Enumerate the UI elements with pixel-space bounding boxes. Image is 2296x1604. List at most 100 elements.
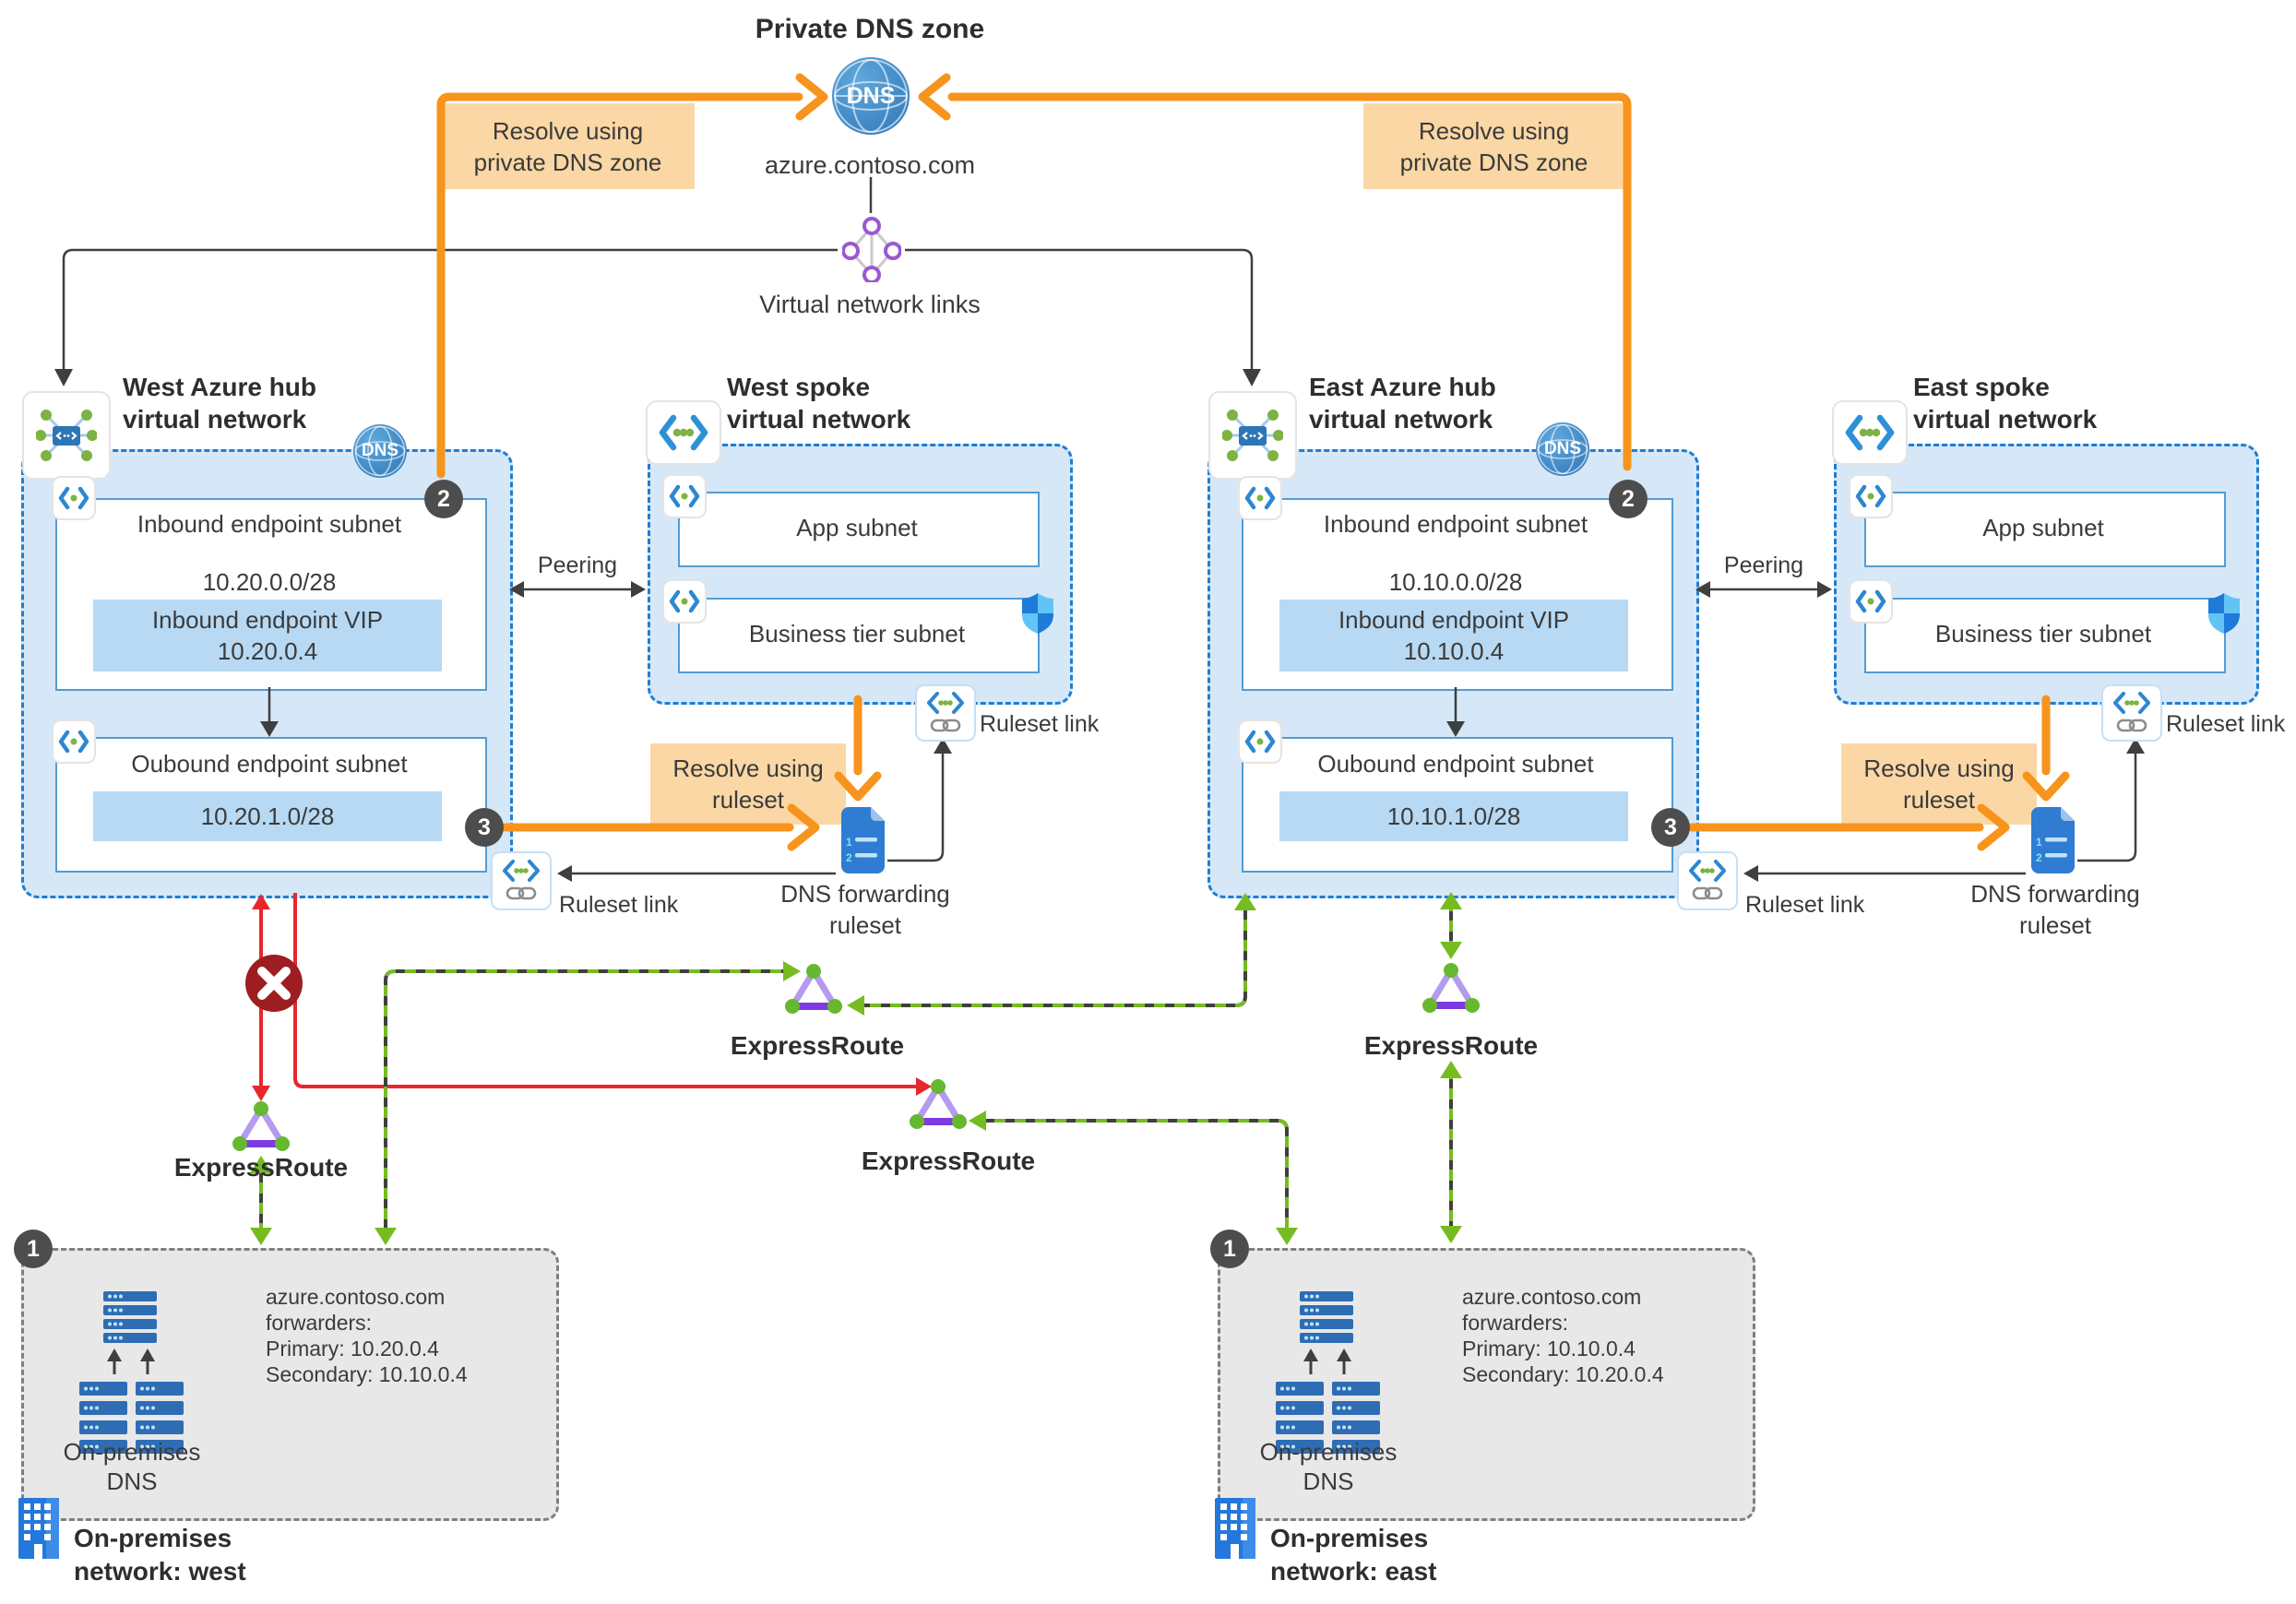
west-app-subnet-box xyxy=(678,492,1040,567)
onprem-east-server-top-icon xyxy=(1300,1291,1353,1351)
east-hub-ruleset-link-icon xyxy=(1677,851,1738,910)
east-dns-forwarding-label-l1: DNS forwarding xyxy=(1970,880,2140,908)
callout-line: ruleset xyxy=(1902,786,1976,814)
callout-line: Resolve using xyxy=(1863,754,2015,782)
onprem-west-name: On-premises network: west xyxy=(74,1522,246,1588)
west-hub-dns-label: DNS xyxy=(361,441,399,460)
west-spoke-vnet-icon xyxy=(646,400,721,465)
west-outbound-title: Oubound endpoint subnet xyxy=(131,750,408,778)
west-outbound-subnet-icon xyxy=(52,719,96,764)
onprem-east-badge-1: 1 xyxy=(1210,1230,1249,1268)
expressroute-icon-center-upper xyxy=(785,964,842,1020)
onprem-east-name-l2: network: east xyxy=(1270,1557,1437,1586)
east-hub-vnet-icon xyxy=(1208,391,1297,480)
east-vip-line1: Inbound endpoint VIP xyxy=(1338,606,1570,634)
west-peering-label: Peering xyxy=(537,552,618,578)
east-hub-ruleset-link-label: Ruleset link xyxy=(1745,892,1865,918)
west-dns-forwarding-ruleset-icon: 1 2 xyxy=(838,807,888,878)
onprem-east-dns-label-l2: DNS xyxy=(1303,1467,1354,1495)
east-outbound-cidr: 10.10.1.0/28 xyxy=(1386,802,1521,830)
east-shield-icon xyxy=(2207,592,2242,639)
east-spoke-title: East spoke virtual network xyxy=(1913,371,2097,435)
east-inbound-cidr: 10.10.0.0/28 xyxy=(1388,568,1523,596)
fwd-line: forwarders: xyxy=(1462,1311,1569,1335)
west-hub-dns-globe-icon: DNS xyxy=(353,424,407,478)
east-hub-title: East Azure hub virtual network xyxy=(1309,371,1496,435)
fwd-line: Primary: 10.20.0.4 xyxy=(266,1337,439,1360)
west-business-subnet-icon xyxy=(662,579,707,624)
expressroute-icon-center-lower xyxy=(910,1079,967,1135)
west-dns-forwarding-label-l2: ruleset xyxy=(828,911,902,939)
onprem-east-name: On-premises network: east xyxy=(1270,1522,1437,1588)
west-hub-badge-3: 3 xyxy=(465,808,504,847)
east-hub-badge-2: 2 xyxy=(1609,480,1648,518)
doc-row-num: 1 xyxy=(2036,836,2042,849)
expressroute-icon-east xyxy=(1422,963,1480,1019)
doc-row-num: 2 xyxy=(2036,851,2042,864)
onprem-east-building-icon xyxy=(1215,1498,1255,1563)
callout-line: ruleset xyxy=(711,786,785,814)
expressroute-icon-west xyxy=(232,1101,290,1158)
west-outbound-cidr: 10.20.1.0/28 xyxy=(200,802,335,830)
onprem-west-server-right-icon xyxy=(136,1382,184,1460)
west-app-subnet-label: App subnet xyxy=(796,514,918,541)
onprem-east-name-l1: On-premises xyxy=(1270,1524,1429,1552)
west-spoke-title: West spoke virtual network xyxy=(727,371,910,435)
fwd-line: azure.contoso.com xyxy=(266,1285,446,1309)
expressroute-label-east: ExpressRoute xyxy=(1363,1031,1539,1060)
east-resolve-ruleset-callout: Resolve using ruleset xyxy=(1841,743,2037,825)
onprem-east-dns-label-l1: On-premises xyxy=(1259,1438,1398,1466)
west-dns-forwarding-label-l1: DNS forwarding xyxy=(780,880,950,908)
east-business-subnet-box xyxy=(1864,598,2226,673)
onprem-east-server-left-icon xyxy=(1276,1382,1324,1460)
east-hub-badge-3: 3 xyxy=(1651,808,1690,847)
west-spoke-title-l2: virtual network xyxy=(727,405,911,434)
east-outbound-subnet-icon xyxy=(1238,719,1282,764)
onprem-west-name-l1: On-premises xyxy=(74,1524,232,1552)
west-spoke-ruleset-link-icon xyxy=(915,684,976,742)
onprem-west-badge-1: 1 xyxy=(14,1230,53,1268)
zone-name-label: azure.contoso.com xyxy=(764,151,976,179)
west-hub-ruleset-link-icon xyxy=(491,851,552,910)
east-spoke-vnet-icon xyxy=(1832,400,1908,465)
east-inbound-title: Inbound endpoint subnet xyxy=(1323,510,1588,538)
onprem-west-server-left-icon xyxy=(79,1382,127,1460)
onprem-east-server-right-icon xyxy=(1332,1382,1380,1460)
east-spoke-title-l2: virtual network xyxy=(1913,405,2098,434)
west-app-subnet-icon xyxy=(662,474,707,518)
east-hub-title-l1: East Azure hub xyxy=(1309,373,1496,401)
west-hub-ruleset-link-label: Ruleset link xyxy=(559,892,679,918)
east-spoke-ruleset-link-icon xyxy=(2101,684,2162,742)
east-dns-forwarding-label-l2: ruleset xyxy=(2018,911,2092,939)
fwd-line: Secondary: 10.10.0.4 xyxy=(266,1362,468,1386)
east-vip-line2: 10.10.0.4 xyxy=(1403,637,1505,665)
west-spoke-ruleset-link-label: Ruleset link xyxy=(980,711,1100,737)
private-dns-zone-title: Private DNS zone xyxy=(755,14,985,44)
east-inbound-vip-box xyxy=(1279,600,1628,671)
west-hub-title-l2: virtual network xyxy=(123,405,307,434)
east-hub-dns-label: DNS xyxy=(1543,439,1582,458)
west-inbound-cidr: 10.20.0.0/28 xyxy=(202,568,337,596)
callout-line: Resolve using xyxy=(672,754,824,782)
east-hub-dns-globe-icon: DNS xyxy=(1536,422,1589,476)
east-business-subnet-icon xyxy=(1849,579,1893,624)
vnet-links-label: Virtual network links xyxy=(759,291,981,318)
fwd-line: Primary: 10.10.0.4 xyxy=(1462,1337,1636,1360)
blocked-icon xyxy=(245,955,303,1016)
west-spoke-title-l1: West spoke xyxy=(727,373,871,401)
dns-globe-icon: DNS xyxy=(832,57,910,135)
west-inbound-title: Inbound endpoint subnet xyxy=(137,510,402,538)
west-shield-icon xyxy=(1020,592,1055,639)
fwd-line: Secondary: 10.20.0.4 xyxy=(1462,1362,1664,1386)
doc-row-num: 2 xyxy=(846,851,852,864)
east-outbound-cidr-box xyxy=(1279,791,1628,841)
dns-globe-label: DNS xyxy=(846,82,896,109)
vnet-links-icon xyxy=(841,216,902,287)
east-outbound-title: Oubound endpoint subnet xyxy=(1317,750,1594,778)
west-inbound-subnet-icon xyxy=(52,476,96,520)
east-app-subnet-label: App subnet xyxy=(1982,514,2104,541)
east-dns-forwarding-ruleset-icon: 1 2 xyxy=(2028,807,2078,878)
fwd-line: azure.contoso.com xyxy=(1462,1285,1642,1309)
